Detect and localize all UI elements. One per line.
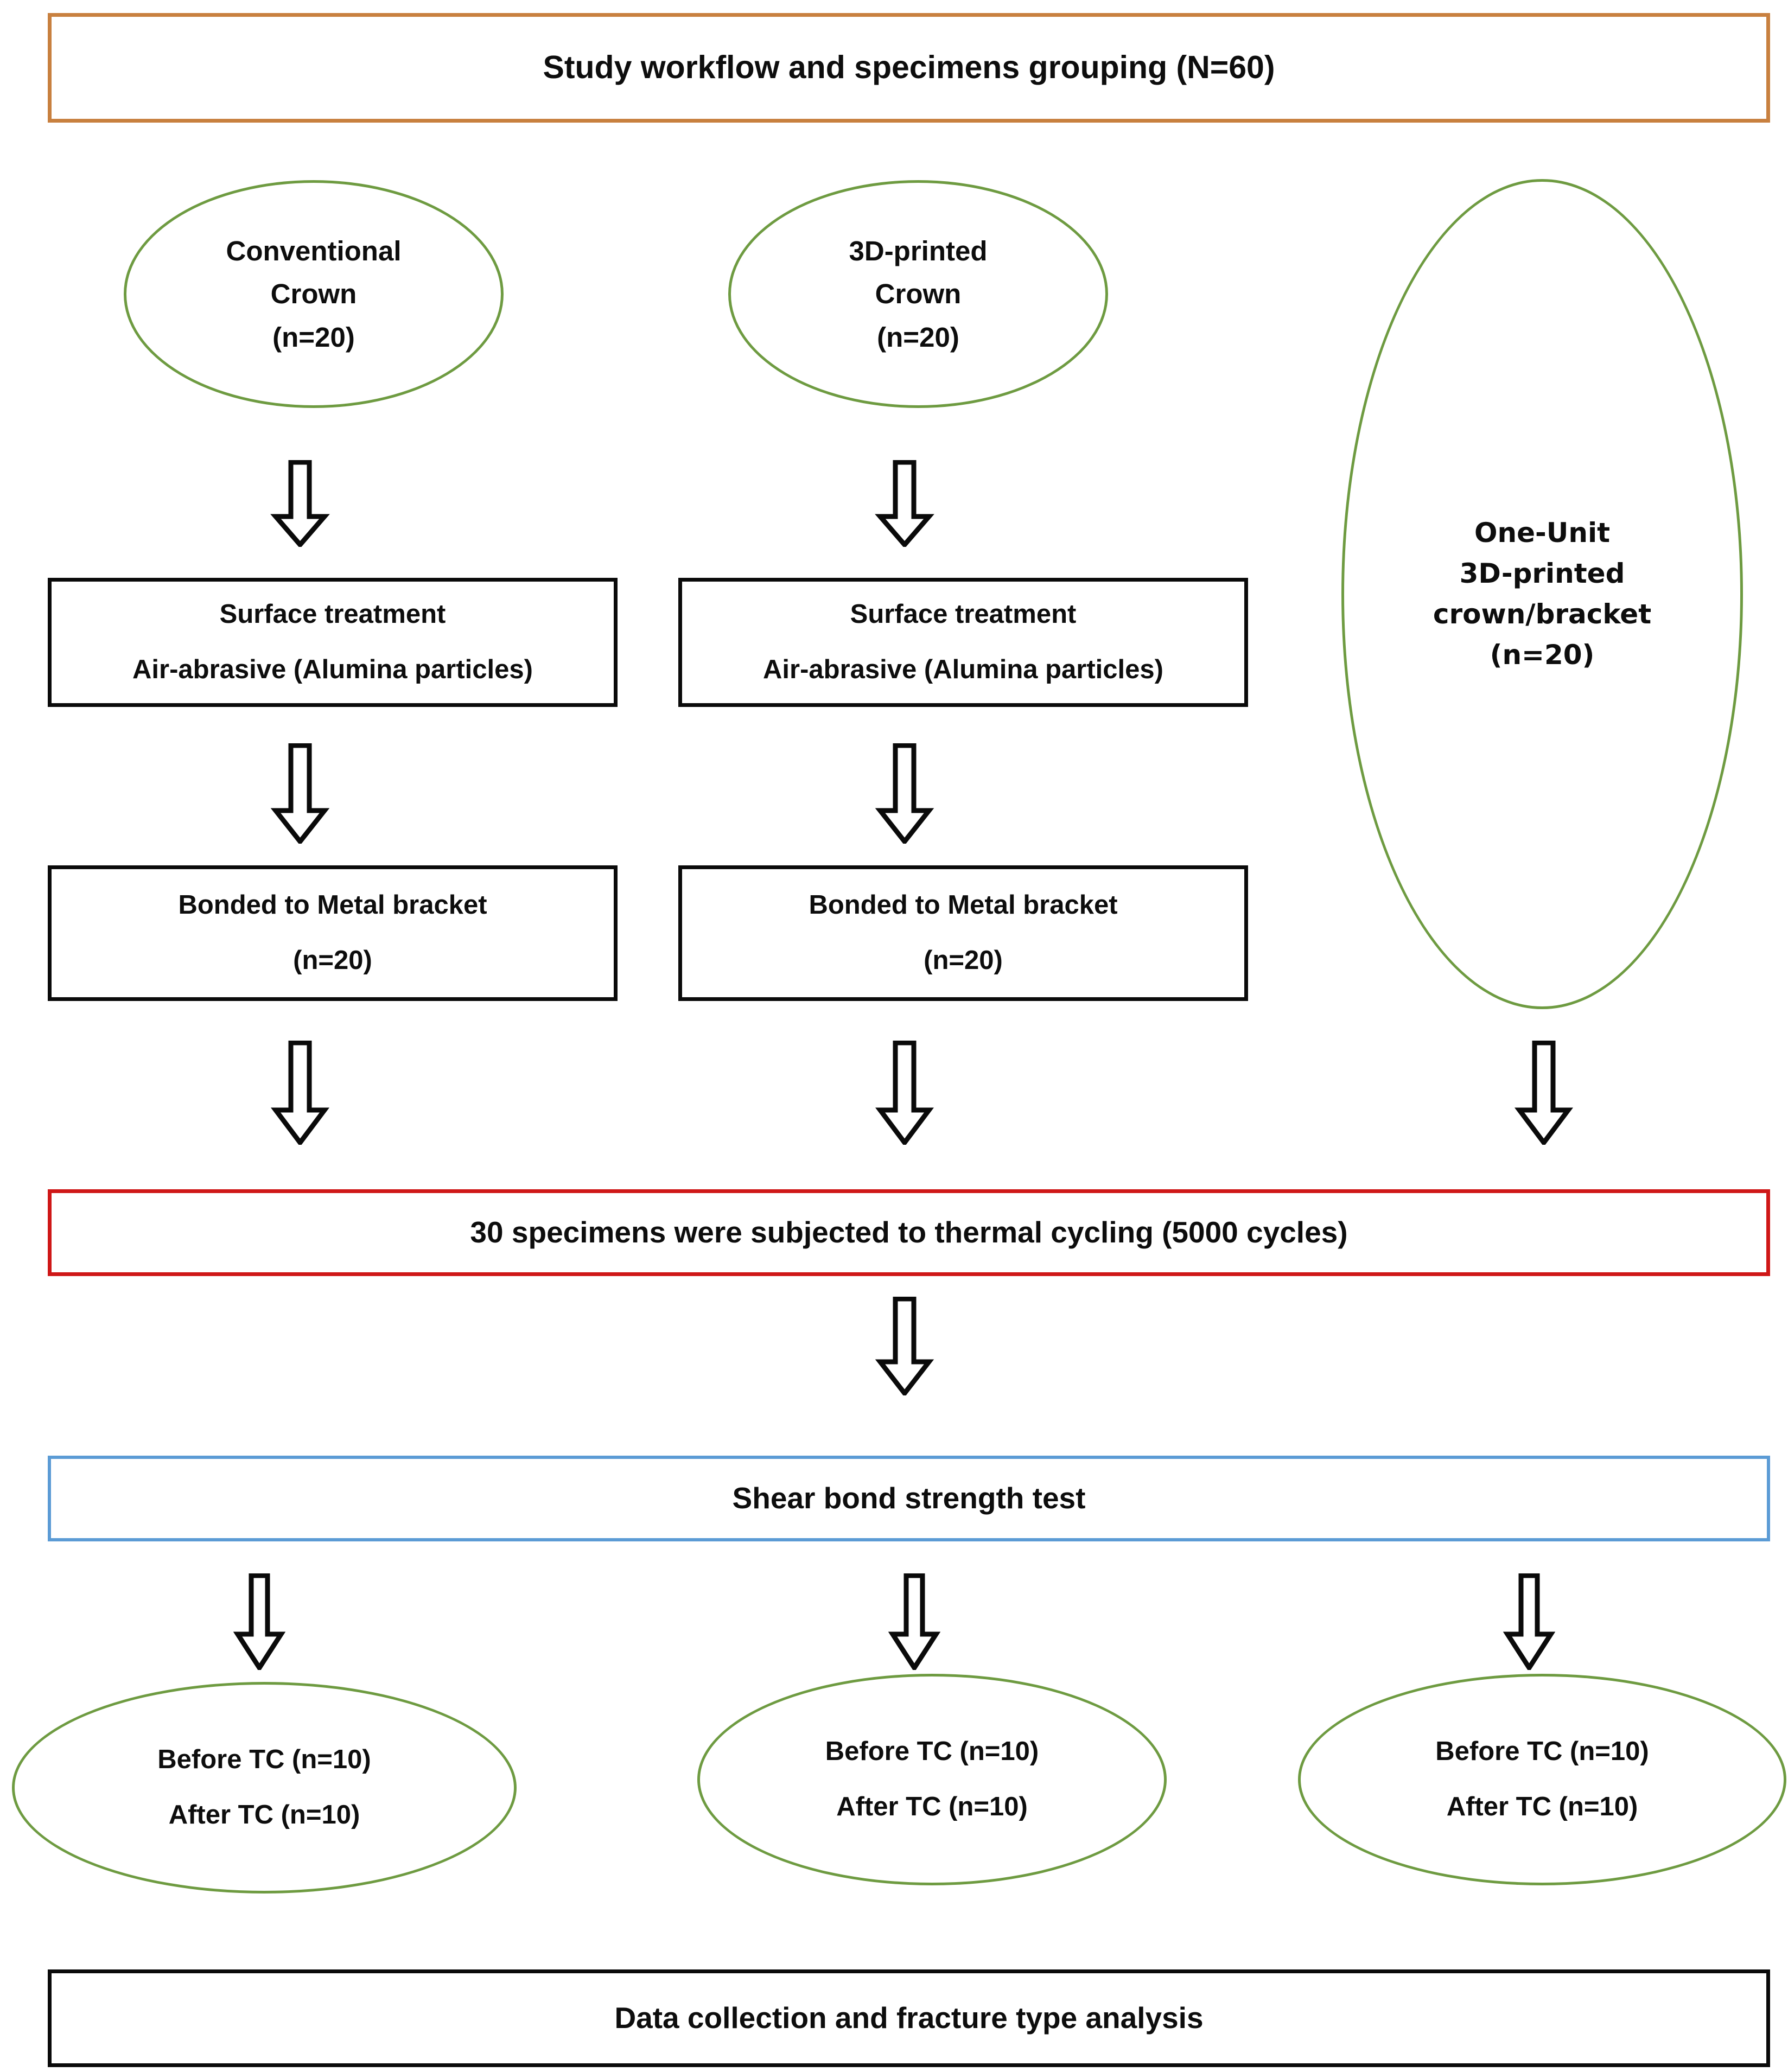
box-thermal-cycling[interactable]: 30 specimens were subjected to thermal c… xyxy=(48,1189,1770,1276)
diagram-title-box: Study workflow and specimens grouping (N… xyxy=(48,13,1770,123)
down-block-arrow-icon xyxy=(875,460,934,547)
diagram-title: Study workflow and specimens grouping (N… xyxy=(543,49,1275,86)
box-line-2: Air-abrasive (Alumina particles) xyxy=(132,655,533,684)
down-block-arrow-icon xyxy=(233,1573,285,1670)
box-line-1: Bonded to Metal bracket xyxy=(178,890,487,920)
ellipse-outcome-conventional[interactable]: Before TC (n=10) After TC (n=10) xyxy=(12,1682,517,1894)
box-line-1: Bonded to Metal bracket xyxy=(809,890,1118,920)
ellipse-line-2: Crown xyxy=(875,278,962,310)
box-line-2: Air-abrasive (Alumina particles) xyxy=(763,655,1163,684)
ellipse-line-3: (n=20) xyxy=(272,321,355,353)
ellipse-outcome-one-unit[interactable]: Before TC (n=10) After TC (n=10) xyxy=(1298,1674,1786,1885)
ellipse-line-1: 3D-printed xyxy=(849,235,988,267)
outcome-line-2: After TC (n=10) xyxy=(836,1792,1028,1821)
ellipse-one-unit-crown-bracket[interactable]: One-Unit 3D-printed crown/bracket (n=20) xyxy=(1341,179,1743,1009)
ellipse-line-3: (n=20) xyxy=(877,321,959,353)
box-bonded-bracket-conventional[interactable]: Bonded to Metal bracket (n=20) xyxy=(48,865,618,1001)
ellipse-conventional-crown[interactable]: Conventional Crown (n=20) xyxy=(124,180,504,408)
down-block-arrow-icon xyxy=(1503,1573,1555,1670)
down-block-arrow-icon xyxy=(270,460,330,547)
box-shear-bond-strength-test[interactable]: Shear bond strength test xyxy=(48,1456,1770,1541)
box-line-2: (n=20) xyxy=(293,946,372,975)
ellipse-line-1: One-Unit xyxy=(1474,517,1610,549)
outcome-line-2: After TC (n=10) xyxy=(1446,1792,1638,1821)
final-label: Data collection and fracture type analys… xyxy=(614,2001,1204,2035)
ellipse-line-1: Conventional xyxy=(226,235,402,267)
ellipse-line-2: Crown xyxy=(270,278,357,310)
box-line-1: Surface treatment xyxy=(850,600,1077,629)
box-line-1: Surface treatment xyxy=(219,600,446,629)
down-block-arrow-icon xyxy=(875,1297,934,1395)
outcome-line-2: After TC (n=10) xyxy=(168,1800,360,1829)
outcome-line-1: Before TC (n=10) xyxy=(1435,1737,1649,1767)
ellipse-line-3: crown/bracket xyxy=(1433,598,1652,630)
down-block-arrow-icon xyxy=(1514,1041,1574,1145)
shear-test-label: Shear bond strength test xyxy=(732,1481,1086,1515)
ellipse-outcome-printed[interactable]: Before TC (n=10) After TC (n=10) xyxy=(697,1674,1167,1885)
box-surface-treatment-conventional[interactable]: Surface treatment Air-abrasive (Alumina … xyxy=(48,578,618,707)
down-block-arrow-icon xyxy=(270,743,330,844)
down-block-arrow-icon xyxy=(875,743,934,844)
ellipse-line-2: 3D-printed xyxy=(1459,558,1625,589)
down-block-arrow-icon xyxy=(270,1041,330,1145)
down-block-arrow-icon xyxy=(888,1573,940,1670)
thermal-cycling-label: 30 specimens were subjected to thermal c… xyxy=(470,1215,1348,1249)
box-line-2: (n=20) xyxy=(924,946,1003,975)
down-block-arrow-icon xyxy=(875,1041,934,1145)
ellipse-3d-printed-crown[interactable]: 3D-printed Crown (n=20) xyxy=(728,180,1108,408)
outcome-line-1: Before TC (n=10) xyxy=(825,1737,1039,1767)
ellipse-line-4: (n=20) xyxy=(1490,639,1595,671)
box-data-collection[interactable]: Data collection and fracture type analys… xyxy=(48,1969,1770,2067)
box-surface-treatment-printed[interactable]: Surface treatment Air-abrasive (Alumina … xyxy=(678,578,1248,707)
box-bonded-bracket-printed[interactable]: Bonded to Metal bracket (n=20) xyxy=(678,865,1248,1001)
outcome-line-1: Before TC (n=10) xyxy=(157,1745,371,1775)
